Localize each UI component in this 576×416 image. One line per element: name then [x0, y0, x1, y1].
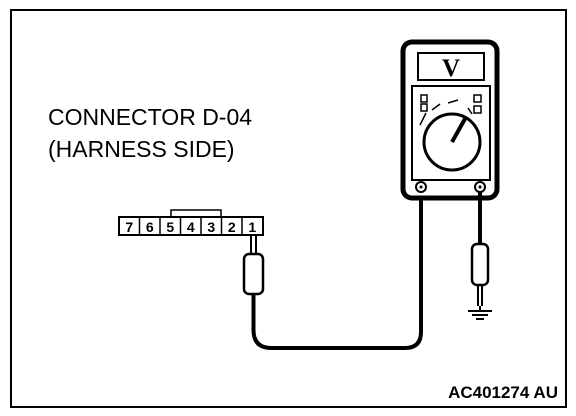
test-lead-positive [251, 187, 423, 350]
pin-label-1: 1 [248, 219, 256, 235]
pin-label-5: 5 [166, 219, 174, 235]
voltmeter-display [417, 52, 485, 81]
pin-label-4: 4 [187, 219, 195, 235]
dial-scale [419, 99, 473, 126]
voltmeter: V [400, 39, 500, 201]
range-mark [473, 94, 482, 103]
display-unit: V [442, 55, 460, 82]
connector-title: CONNECTOR D-04 [48, 104, 252, 130]
pin-label-6: 6 [146, 219, 154, 235]
range-mark [473, 105, 482, 114]
positive-probe [242, 234, 265, 305]
pin-label-7: 7 [125, 219, 133, 235]
negative-probe [470, 192, 490, 306]
probe-handle [242, 252, 265, 296]
connector-d04: 7 6 5 4 3 2 1 [118, 209, 264, 236]
figure-border [10, 9, 567, 408]
pin-label-3: 3 [207, 219, 215, 235]
connector-outline [118, 216, 264, 236]
range-mark [420, 94, 428, 103]
connector-latch [170, 209, 222, 218]
ground-icon [468, 306, 492, 320]
figure-code: AC401274 AU [448, 383, 558, 402]
range-mark [420, 103, 428, 112]
connector-subtitle: (HARNESS SIDE) [48, 136, 235, 162]
pin-label-2: 2 [228, 219, 236, 235]
probe-handle [470, 242, 490, 287]
selector-pointer [450, 116, 468, 143]
